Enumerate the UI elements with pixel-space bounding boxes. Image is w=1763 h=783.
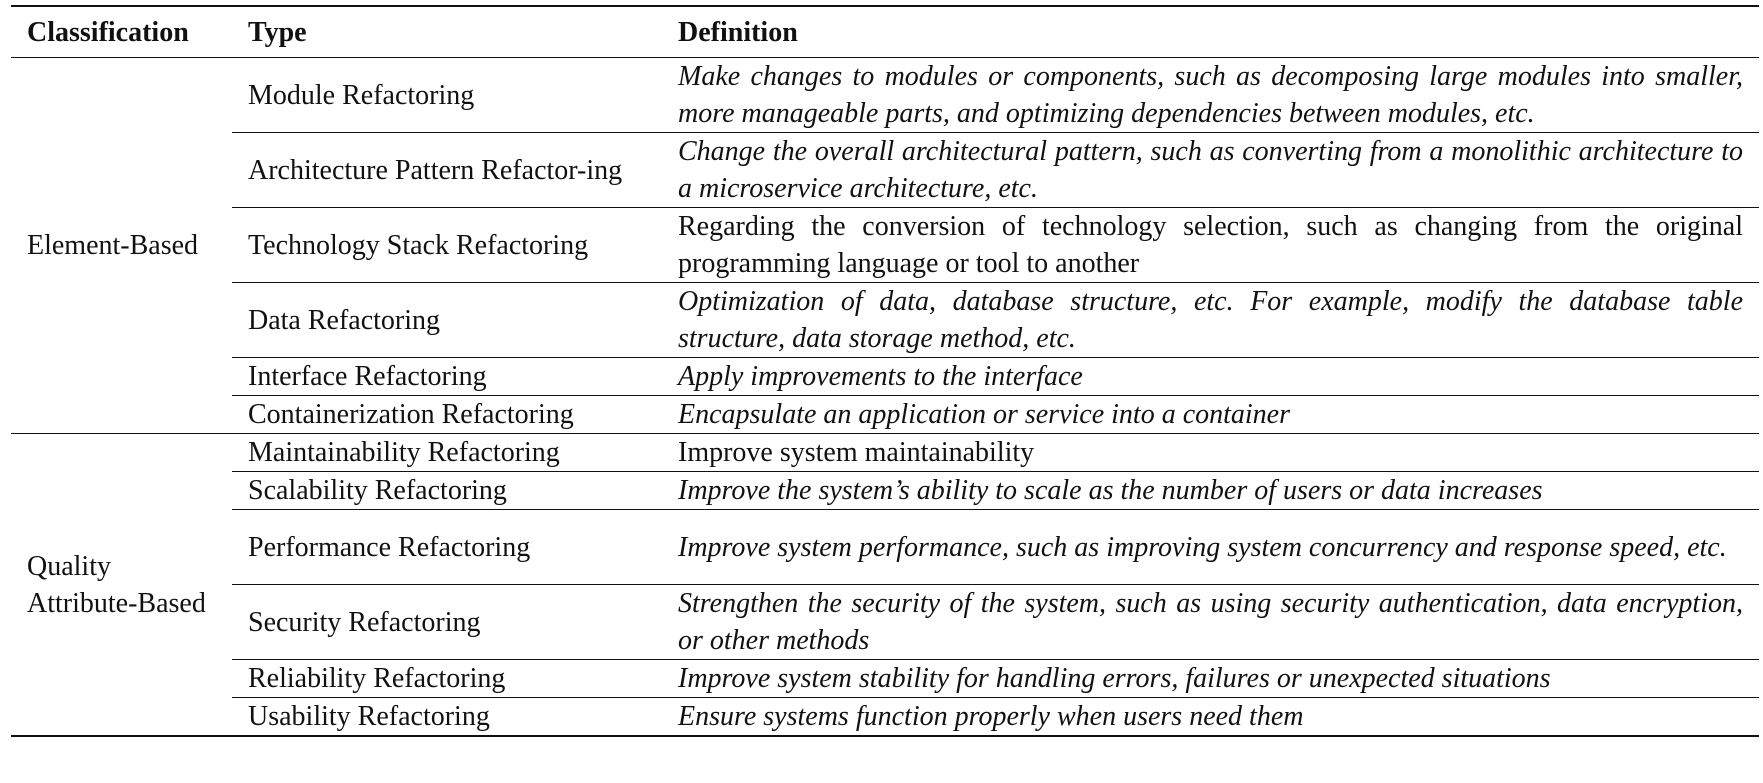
- table-row: Usability Refactoring Ensure systems fun…: [11, 697, 1759, 737]
- definition-cell: Make changes to modules or components, s…: [662, 57, 1759, 133]
- type-cell: Performance Refactoring: [232, 509, 662, 585]
- table-row: Performance Refactoring Improve system p…: [11, 509, 1759, 585]
- table-row: Technology Stack Refactoring Regarding t…: [11, 207, 1759, 283]
- table-row: Data Refactoring Optimization of data, d…: [11, 282, 1759, 358]
- header-row: Classification Type Definition: [11, 5, 1759, 58]
- definition-cell: Optimization of data, database structure…: [662, 282, 1759, 358]
- table-row: Architecture Pattern Refactor-ing Change…: [11, 132, 1759, 208]
- type-cell: Containerization Refactoring: [232, 395, 662, 434]
- classification-cell-quality-attribute-based: Quality Attribute-Based: [11, 433, 232, 737]
- header-type: Type: [232, 5, 662, 58]
- header-classification: Classification: [11, 5, 232, 58]
- definition-cell: Improve the system’s ability to scale as…: [662, 471, 1759, 510]
- definition-cell: Regarding the conversion of technology s…: [662, 207, 1759, 283]
- type-cell: Architecture Pattern Refactor-ing: [232, 132, 662, 208]
- table-row: Quality Attribute-Based Maintainability …: [11, 433, 1759, 737]
- definition-cell: Improve system performance, such as impr…: [662, 509, 1759, 585]
- table-row: Reliability Refactoring Improve system s…: [11, 659, 1759, 698]
- classification-label: Quality Attribute-Based: [27, 550, 206, 619]
- refactoring-classification-table: Classification Type Definition Element-B…: [11, 5, 1759, 737]
- definition-cell: Encapsulate an application or service in…: [662, 395, 1759, 434]
- table-row: Scalability Refactoring Improve the syst…: [11, 471, 1759, 510]
- definition-cell: Ensure systems function properly when us…: [662, 697, 1759, 737]
- type-cell: Data Refactoring: [232, 282, 662, 358]
- type-cell: Interface Refactoring: [232, 357, 662, 396]
- definition-cell: Improve system maintainability: [662, 433, 1759, 472]
- table-row: Security Refactoring Strengthen the secu…: [11, 584, 1759, 660]
- refactoring-classification-table-container: Classification Type Definition Element-B…: [11, 5, 1759, 737]
- type-cell: Module Refactoring: [232, 57, 662, 133]
- type-cell: Security Refactoring: [232, 584, 662, 660]
- table-row: Element-Based Module Refactoring Make ch…: [11, 57, 1759, 434]
- classification-cell-element-based: Element-Based: [11, 57, 232, 434]
- table-row: Interface Refactoring Apply improvements…: [11, 357, 1759, 396]
- definition-cell: Change the overall architectural pattern…: [662, 132, 1759, 208]
- type-cell: Reliability Refactoring: [232, 659, 662, 698]
- type-cell: Scalability Refactoring: [232, 471, 662, 510]
- type-cell: Usability Refactoring: [232, 697, 662, 737]
- type-cell: Maintainability Refactoring: [232, 433, 662, 472]
- definition-cell: Improve system stability for handling er…: [662, 659, 1759, 698]
- definition-cell: Strengthen the security of the system, s…: [662, 584, 1759, 660]
- header-definition: Definition: [662, 5, 1759, 58]
- table-row: Containerization Refactoring Encapsulate…: [11, 395, 1759, 434]
- definition-cell: Apply improvements to the interface: [662, 357, 1759, 396]
- type-cell: Technology Stack Refactoring: [232, 207, 662, 283]
